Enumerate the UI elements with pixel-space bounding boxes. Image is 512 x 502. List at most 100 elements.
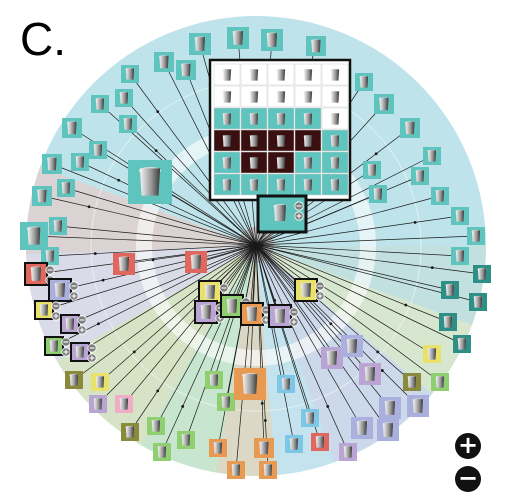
shape-node[interactable] [339, 443, 357, 461]
shape-node[interactable] [32, 186, 52, 206]
shape-node[interactable] [113, 253, 135, 275]
shape-node[interactable] [42, 154, 62, 174]
shape-node[interactable] [119, 115, 137, 133]
gallery-cell[interactable] [213, 151, 241, 174]
shape-node[interactable] [453, 335, 471, 353]
gallery-cell[interactable] [213, 107, 241, 130]
shape-node[interactable] [209, 439, 227, 457]
gallery-cell[interactable] [240, 151, 268, 174]
shape-node[interactable] [294, 278, 325, 302]
shape-node[interactable] [277, 375, 295, 393]
shape-node[interactable] [115, 89, 133, 107]
shape-node[interactable] [71, 153, 89, 171]
shape-node[interactable] [240, 302, 271, 326]
zoom-out-button[interactable]: − [455, 466, 481, 492]
shape-node[interactable] [147, 417, 165, 435]
shape-node[interactable] [359, 363, 381, 385]
shape-node[interactable] [65, 371, 83, 389]
shape-node[interactable] [268, 304, 299, 328]
gallery-cell[interactable] [294, 63, 322, 86]
gallery-cell[interactable] [294, 107, 322, 130]
shape-node[interactable] [189, 33, 211, 55]
shape-node[interactable] [89, 395, 107, 413]
shape-node[interactable] [451, 207, 469, 225]
gallery-cell[interactable] [267, 107, 295, 130]
shape-node[interactable] [341, 335, 363, 357]
shape-node[interactable] [377, 419, 399, 441]
shape-node[interactable] [227, 27, 249, 49]
gallery-cell[interactable] [240, 129, 268, 152]
gallery-cell[interactable] [240, 85, 268, 108]
gallery-cell[interactable] [267, 85, 295, 108]
shape-node[interactable] [379, 397, 401, 419]
shape-node[interactable] [469, 293, 487, 311]
gallery-cell[interactable] [294, 151, 322, 174]
gallery-cell[interactable] [321, 107, 349, 130]
shape-node[interactable] [234, 368, 266, 400]
shape-node[interactable] [198, 280, 229, 304]
shape-node[interactable] [259, 461, 277, 479]
gallery-cell[interactable] [213, 129, 241, 152]
expanded-gallery-panel[interactable] [208, 58, 352, 202]
shape-node[interactable] [423, 345, 441, 363]
shape-node[interactable] [34, 300, 61, 321]
shape-node[interactable] [205, 371, 223, 389]
gallery-cell[interactable] [267, 151, 295, 174]
shape-node[interactable] [128, 160, 172, 204]
gallery-cell[interactable] [213, 85, 241, 108]
shape-node[interactable] [355, 73, 373, 91]
gallery-cell[interactable] [240, 107, 268, 130]
gallery-cell[interactable] [294, 173, 322, 196]
shape-node[interactable] [423, 147, 441, 165]
gallery-cell[interactable] [240, 63, 268, 86]
shape-node[interactable] [185, 251, 207, 273]
shape-node[interactable] [121, 423, 139, 441]
gallery-cell[interactable] [321, 151, 349, 174]
shape-node[interactable] [411, 167, 429, 185]
shape-node[interactable] [261, 29, 283, 51]
shape-node[interactable] [91, 95, 109, 113]
shape-node[interactable] [400, 118, 420, 138]
shape-node[interactable] [217, 393, 235, 411]
shape-node[interactable] [91, 373, 109, 391]
shape-node[interactable] [321, 347, 343, 369]
selected-node[interactable] [256, 194, 308, 234]
shape-node[interactable] [70, 342, 97, 363]
gallery-cell[interactable] [321, 63, 349, 86]
gallery-cell[interactable] [267, 63, 295, 86]
shape-node[interactable] [177, 431, 195, 449]
shape-node[interactable] [227, 461, 245, 479]
shape-node[interactable] [194, 300, 225, 324]
shape-node[interactable] [407, 395, 429, 417]
zoom-in-button[interactable]: + [455, 433, 481, 459]
shape-node[interactable] [176, 60, 196, 80]
shape-node[interactable] [57, 179, 75, 197]
shape-node[interactable] [473, 265, 491, 283]
shape-node[interactable] [115, 395, 133, 413]
shape-node[interactable] [451, 247, 469, 265]
shape-node[interactable] [121, 65, 139, 83]
gallery-cell[interactable] [294, 129, 322, 152]
shape-node[interactable] [439, 313, 457, 331]
gallery-cell[interactable] [240, 173, 268, 196]
shape-node[interactable] [431, 373, 449, 391]
shape-node[interactable] [41, 247, 59, 265]
shape-node[interactable] [351, 417, 373, 439]
gallery-cell[interactable] [321, 85, 349, 108]
shape-node[interactable] [369, 185, 387, 203]
shape-node[interactable] [403, 373, 421, 391]
shape-node[interactable] [311, 433, 329, 451]
gallery-cell[interactable] [267, 129, 295, 152]
gallery-cell[interactable] [321, 173, 349, 196]
shape-node[interactable] [153, 443, 171, 461]
gallery-cell[interactable] [213, 63, 241, 86]
gallery-cell[interactable] [267, 173, 295, 196]
gallery-cell[interactable] [294, 85, 322, 108]
shape-node[interactable] [285, 435, 303, 453]
shape-node[interactable] [254, 438, 274, 458]
shape-node[interactable] [20, 222, 48, 250]
shape-node[interactable] [44, 336, 71, 357]
shape-node[interactable] [301, 409, 319, 427]
shape-node[interactable] [431, 187, 449, 205]
shape-node[interactable] [306, 36, 326, 56]
